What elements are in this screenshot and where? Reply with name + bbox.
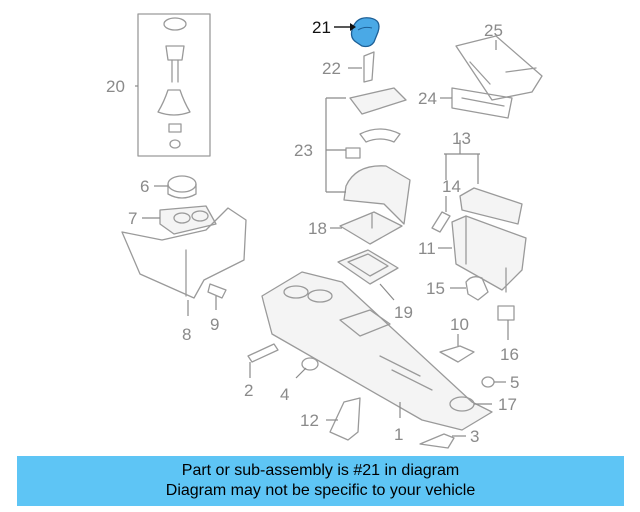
part-11-storage-box[interactable]	[451, 215, 527, 293]
label-25[interactable]: 25	[484, 21, 503, 40]
label-16[interactable]: 16	[500, 345, 519, 364]
label-18[interactable]: 18	[308, 219, 327, 238]
part-22-button[interactable]	[363, 51, 375, 83]
part-14-latch[interactable]	[431, 211, 451, 233]
label-22[interactable]: 22	[322, 59, 341, 78]
part-19-bezel[interactable]	[337, 249, 399, 285]
part-2-clip[interactable]	[247, 343, 279, 363]
part-25-lid[interactable]	[455, 35, 543, 101]
label-12[interactable]: 12	[300, 411, 319, 430]
label-9[interactable]: 9	[210, 315, 219, 334]
parts-diagram: 21 22 20 25 24 23 6	[106, 13, 543, 449]
part-6-cup-ring[interactable]	[167, 175, 197, 199]
part-5-plug[interactable]	[481, 376, 495, 388]
label-2[interactable]: 2	[244, 381, 253, 400]
part-12-bracket[interactable]	[329, 397, 361, 441]
part-8-bracket[interactable]	[121, 207, 247, 299]
leader-23	[325, 97, 346, 193]
part-3-trim[interactable]	[419, 433, 455, 449]
leader-19	[379, 283, 395, 301]
leader-13	[444, 140, 480, 184]
banner-line-1: Part or sub-assembly is #21 in diagram	[181, 462, 460, 479]
label-17[interactable]: 17	[498, 395, 517, 414]
label-5[interactable]: 5	[510, 373, 519, 392]
part-20-shifter-assembly[interactable]	[137, 13, 211, 157]
label-1[interactable]: 1	[394, 425, 403, 444]
part-9-clip[interactable]	[207, 283, 227, 299]
label-21[interactable]: 21	[312, 18, 331, 37]
label-8[interactable]: 8	[182, 325, 191, 344]
label-20[interactable]: 20	[106, 77, 125, 96]
part-15-knob[interactable]	[465, 276, 489, 301]
label-23[interactable]: 23	[294, 141, 313, 160]
info-banner: Part or sub-assembly is #21 in diagram D…	[17, 456, 624, 506]
label-3[interactable]: 3	[470, 427, 479, 446]
part-7-cup-holder[interactable]	[159, 205, 217, 235]
label-10[interactable]: 10	[450, 315, 469, 334]
part-1-center-console[interactable]	[261, 271, 493, 431]
label-14[interactable]: 14	[442, 177, 461, 196]
label-11[interactable]: 11	[418, 239, 436, 258]
label-19[interactable]: 19	[394, 303, 413, 322]
label-24[interactable]: 24	[418, 89, 437, 108]
part-18-trim-plate[interactable]	[339, 211, 403, 245]
part-13-lid-pad[interactable]	[459, 187, 523, 225]
label-6[interactable]: 6	[140, 177, 149, 196]
part-10-handle[interactable]	[439, 345, 475, 363]
part-24-hinge[interactable]	[451, 87, 513, 119]
part-23-shift-indicator[interactable]	[343, 87, 411, 225]
leader-4	[295, 367, 307, 379]
label-15[interactable]: 15	[426, 279, 445, 298]
arrow-21	[350, 23, 356, 31]
part-16-cap[interactable]	[497, 305, 515, 321]
part-21-shift-knob[interactable]	[350, 17, 380, 48]
label-4[interactable]: 4	[280, 385, 289, 404]
banner-line-2: Diagram may not be specific to your vehi…	[165, 482, 476, 499]
label-7[interactable]: 7	[128, 209, 137, 228]
label-13[interactable]: 13	[452, 129, 471, 148]
part-4-button[interactable]	[301, 357, 319, 371]
